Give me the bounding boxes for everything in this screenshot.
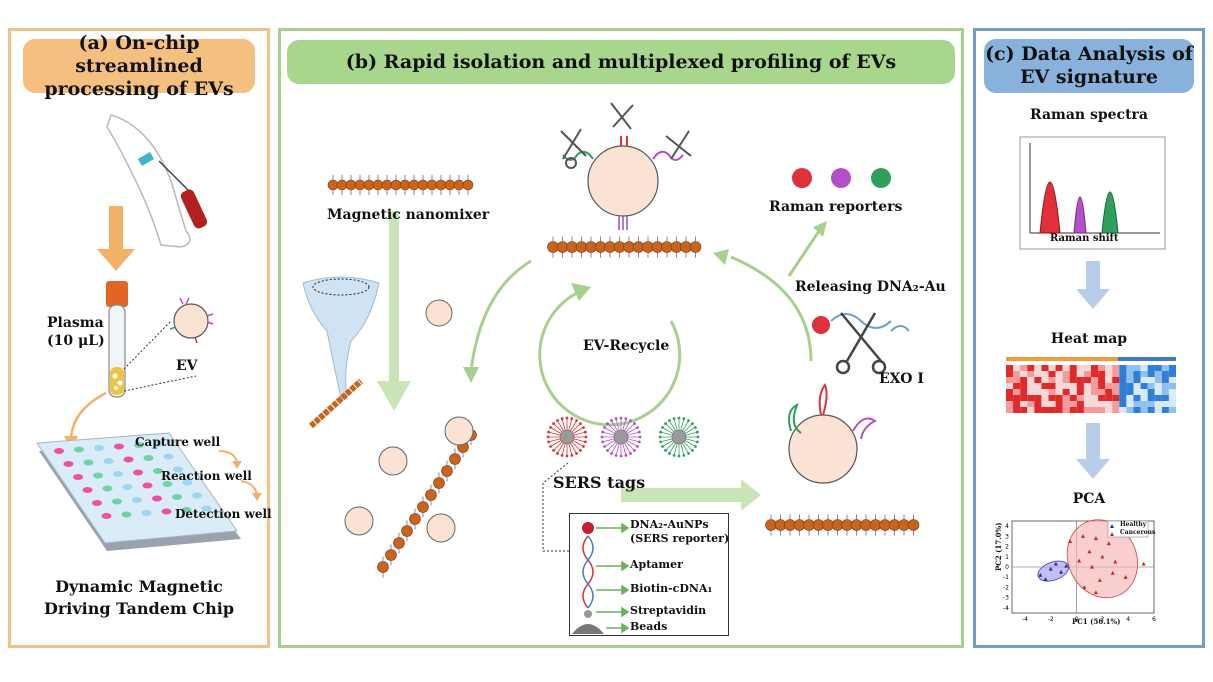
- ev-capture-rod-bottom: [765, 514, 920, 536]
- scissors-icon: [560, 102, 692, 169]
- raman-reporter-red-icon: [792, 168, 812, 188]
- panel-b-header: (b) Rapid isolation and multiplexed prof…: [287, 40, 955, 84]
- heat-map-grid: [1006, 365, 1176, 413]
- legend-streptavidin: Streptavidin: [630, 604, 707, 617]
- raman-peak-purple: [1073, 196, 1087, 234]
- svg-text:4: 4: [1005, 523, 1009, 530]
- raman-peak-green: [1101, 191, 1119, 234]
- panel-a: (a) On-chip streamlined processing of EV…: [8, 28, 272, 648]
- svg-text:3: 3: [1005, 533, 1009, 540]
- raman-peak-red: [1039, 181, 1061, 234]
- magnetic-nanomixer-label: Magnetic nanomixer: [327, 207, 490, 223]
- panel-b: (b) Rapid isolation and multiplexed prof…: [278, 28, 964, 648]
- ev-recycle-label: EV-Recycle: [583, 338, 670, 354]
- svg-text:2: 2: [1005, 544, 1009, 551]
- pca-legend-healthy: Healthy: [1120, 521, 1147, 528]
- panel-a-header: (a) On-chip streamlined processing of EV…: [23, 32, 255, 100]
- released-au-icon: [812, 316, 830, 334]
- aptamer-icon: [582, 535, 594, 609]
- chip-title-line2: Driving Tandem Chip: [43, 599, 235, 618]
- exo-label: EXO I: [879, 371, 924, 387]
- raman-reporter-green-icon: [871, 168, 891, 188]
- plasma-volume: (10 μL): [47, 333, 105, 349]
- plasma-tube-cap-icon: [106, 281, 128, 307]
- raman-reporters-label: Raman reporters: [769, 199, 903, 215]
- panel-a-illustration: [36, 114, 262, 551]
- blood-tube-icon: [180, 189, 208, 229]
- vortex-icon: [302, 276, 380, 400]
- raman-spectra-label: Raman spectra: [1030, 107, 1148, 123]
- svg-text:0: 0: [1005, 564, 1009, 571]
- tourniquet-icon: [137, 152, 155, 166]
- chip-wells: [54, 440, 212, 519]
- svg-text:6: 6: [1152, 616, 1156, 623]
- heat-map-label: Heat map: [1050, 331, 1128, 347]
- down-arrow-left-icon: [377, 211, 411, 411]
- svg-text:-4: -4: [1022, 616, 1028, 623]
- raman-shift-label: Raman shift: [1050, 233, 1119, 244]
- reaction-well-label: Reaction well: [161, 469, 252, 483]
- streptavidin-icon: [584, 610, 592, 618]
- sers-tags-label: SERS tags: [553, 473, 646, 492]
- svg-text:1: 1: [1005, 554, 1009, 561]
- ev-bound-bottom-icon: [788, 414, 858, 484]
- free-ev-icon: [425, 299, 453, 327]
- capture-well-label: Capture well: [135, 435, 221, 449]
- arm-icon: [106, 114, 191, 248]
- legend-dna-aunps: DNA₂-AuNPs: [630, 518, 709, 531]
- structure-legend: DNA₂-AuNPs (SERS reporter) Aptamer Bioti…: [569, 513, 729, 636]
- legend-sers-reporter: (SERS reporter): [630, 532, 730, 545]
- svg-text:-3: -3: [1003, 595, 1009, 602]
- svg-text:-2: -2: [1048, 616, 1054, 623]
- panel-c: (c) Data Analysis of EV signature Raman …: [973, 28, 1205, 648]
- detection-well-label: Detection well: [175, 507, 272, 521]
- ev-capture-rod-top: [547, 236, 702, 258]
- releasing-label: Releasing DNA₂-Au: [795, 279, 946, 295]
- chip-title-line1: Dynamic Magnetic: [55, 577, 223, 596]
- right-arrow-icon: [621, 479, 761, 511]
- svg-text:-4: -4: [1003, 605, 1009, 612]
- panel-c-illustration: -4 -2 0 2 4 6 4 3 2 1 0 -1 -2 -3 -4: [1003, 136, 1176, 623]
- pca-ylabel: PC2 (17.0%): [994, 522, 1003, 571]
- down-arrow-icon: [97, 206, 135, 271]
- bead-icon: [572, 624, 604, 634]
- legend-beads: Beads: [630, 620, 668, 633]
- small-rod-icon: [308, 378, 364, 429]
- svg-text:2: 2: [1100, 616, 1104, 623]
- pca-xlabel: PC1 (56.1%): [1072, 617, 1121, 626]
- magnetic-nanomixer-rod: [327, 175, 474, 195]
- svg-text:0: 0: [1075, 616, 1079, 623]
- pca-legend-cancerous: Cancerous: [1120, 529, 1156, 536]
- svg-text:4: 4: [1126, 616, 1130, 623]
- ev-vesicle-icon: [173, 303, 209, 339]
- svg-text:-2: -2: [1003, 584, 1009, 591]
- panel-c-header: (c) Data Analysis of EV signature: [984, 39, 1194, 93]
- aunp-icon: [582, 522, 594, 534]
- legend-biotin: Biotin-cDNA₁: [630, 582, 713, 595]
- svg-text:-1: -1: [1003, 574, 1009, 581]
- ev-recycle-arrow-icon: [538, 289, 682, 427]
- exo-scissors-icon: [835, 312, 887, 375]
- ev-bound-top-icon: [587, 145, 659, 217]
- pca-label: PCA: [1072, 491, 1106, 507]
- pca-plot: -4 -2 0 2 4 6 4 3 2 1 0 -1 -2 -3 -4: [1003, 519, 1156, 623]
- plasma-label: Plasma: [47, 315, 104, 331]
- ev-label: EV: [176, 358, 198, 374]
- tandem-chip-icon: [36, 432, 238, 544]
- panel-b-illustration: [302, 102, 920, 578]
- legend-aptamer: Aptamer: [630, 558, 683, 571]
- raman-reporter-purple-icon: [831, 168, 851, 188]
- down-arrow-c1-icon: [1076, 261, 1110, 309]
- down-arrow-c2-icon: [1076, 423, 1110, 479]
- sers-tags-group: [546, 416, 700, 458]
